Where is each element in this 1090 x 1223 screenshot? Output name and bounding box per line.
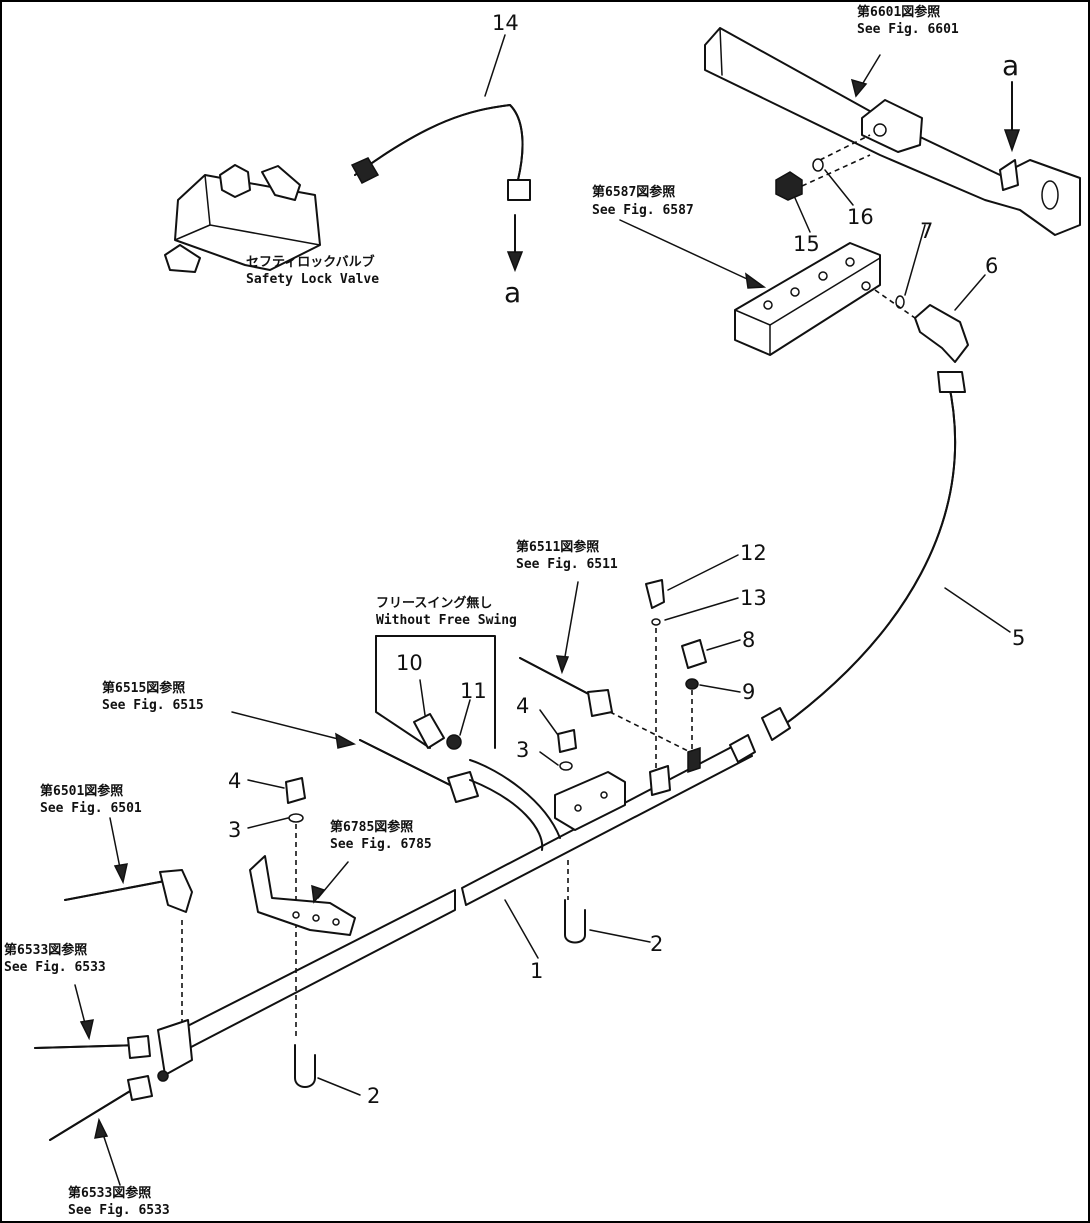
reference-leaders: [74, 54, 881, 1186]
part-number-7: 7: [920, 219, 933, 243]
ref-6515-jp: 第6515図参照: [102, 680, 185, 696]
part-number-15: 15: [793, 232, 820, 256]
fittings-upper: [775, 134, 969, 363]
ref-6587-en: See Fig. 6587: [592, 203, 694, 218]
part-number-4-lower: 4: [228, 769, 241, 793]
ref-6587-jp: 第6587図参照: [592, 184, 675, 200]
part-number-9: 9: [742, 680, 755, 704]
ref-6511-en: See Fig. 6511: [516, 557, 618, 572]
hose-14: [350, 104, 531, 201]
part-number-4-upper: 4: [516, 694, 529, 718]
part-number-12: 12: [740, 541, 767, 565]
safety-lock-valve-en: Safety Lock Valve: [246, 272, 379, 287]
l-bracket: [249, 855, 356, 936]
without-free-swing-jp: フリースイング無し: [376, 595, 492, 611]
connection-arrows: [506, 81, 1021, 273]
ref-6501-en: See Fig. 6501: [40, 801, 142, 816]
labels: 14 15 16 7 6 5 12 13 8 9 10 11 4 3 4 3 2…: [4, 4, 1025, 1218]
part-number-5: 5: [1012, 626, 1025, 650]
ref-6601-en: See Fig. 6601: [857, 22, 959, 37]
ref-6785-en: See Fig. 6785: [330, 837, 432, 852]
hose-5: [761, 371, 966, 741]
ref-6533-mid-jp: 第6533図参照: [4, 942, 87, 958]
safety-lock-valve-jp: セフティロックバルブ: [246, 254, 375, 270]
ref-6511-jp: 第6511図参照: [516, 539, 599, 555]
part-number-11: 11: [460, 679, 487, 703]
without-free-swing-en: Without Free Swing: [376, 613, 517, 628]
part-number-6: 6: [985, 254, 998, 278]
ref-6601-jp: 第6601図参照: [857, 4, 940, 20]
part-number-3-upper: 3: [516, 738, 529, 762]
fastener-stacks: [285, 579, 707, 1040]
ref-6785-jp: 第6785図参照: [330, 819, 413, 835]
upper-pipe-assembly: [704, 27, 1081, 236]
without-free-swing-box: [375, 635, 496, 750]
pipe-tees: [649, 734, 756, 796]
part-number-13: 13: [740, 586, 767, 610]
part-number-2-upper: 2: [650, 932, 663, 956]
safety-lock-valve: [164, 164, 321, 273]
connection-mark-a-right: a: [1002, 49, 1019, 82]
ref-6533-bottom-en: See Fig. 6533: [68, 1203, 170, 1218]
ref-6533-bottom-jp: 第6533図参照: [68, 1185, 151, 1201]
ref-6533-mid-en: See Fig. 6533: [4, 960, 106, 975]
part-number-16: 16: [847, 205, 874, 229]
u-clamps: [294, 899, 586, 1088]
ref-6515-en: See Fig. 6515: [102, 698, 204, 713]
part-number-1: 1: [530, 959, 543, 983]
manifold-block: [734, 242, 881, 356]
part-number-14: 14: [492, 11, 519, 35]
connection-mark-a-left: a: [504, 276, 521, 309]
part-number-2-lower: 2: [367, 1084, 380, 1108]
part-number-8: 8: [742, 628, 755, 652]
part-leaders: [247, 34, 1011, 1096]
plate-bracket: [554, 771, 626, 831]
ref-6501-jp: 第6501図参照: [40, 783, 123, 799]
left-hoses: [34, 869, 193, 1141]
side-hoses: [359, 657, 691, 851]
part-number-10: 10: [396, 651, 423, 675]
part-number-3-lower: 3: [228, 818, 241, 842]
